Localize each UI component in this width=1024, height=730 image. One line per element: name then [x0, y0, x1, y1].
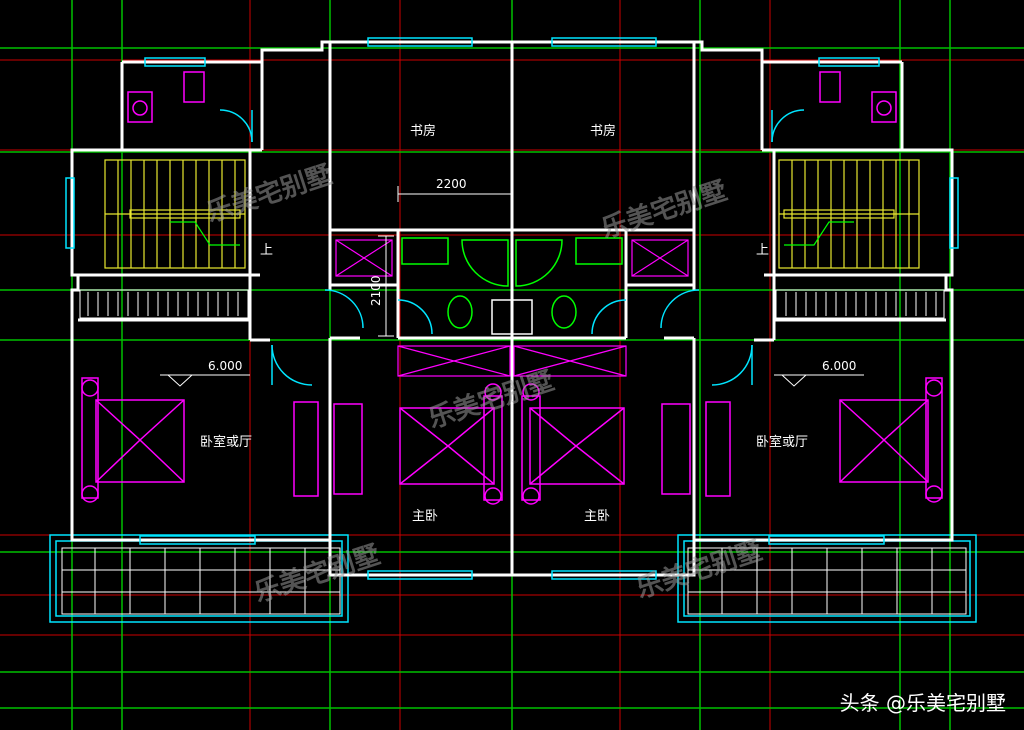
- stair-up-label-right: 上: [756, 243, 769, 258]
- doors: [219, 109, 805, 386]
- dimension-marks: [160, 186, 864, 387]
- room-label-study-right: 书房: [590, 123, 616, 139]
- stair-arrows: [170, 221, 854, 246]
- room-label-master-right: 主卧: [584, 509, 610, 524]
- watermark-5: 乐美宅别墅: [633, 535, 766, 605]
- bathroom-fixtures: [127, 71, 897, 335]
- windows: [65, 37, 959, 580]
- watermark-2: 乐美宅别墅: [598, 175, 731, 245]
- stair-up-label-left: 上: [260, 243, 273, 258]
- level-label-right: 6.000: [822, 359, 856, 373]
- wardrobes: [79, 289, 945, 319]
- room-label-master-left: 主卧: [412, 509, 438, 524]
- shafts: [335, 239, 689, 377]
- source-credit: 头条 @乐美宅别墅: [839, 691, 1006, 715]
- dimension-width-label: 2200: [436, 177, 467, 191]
- walls: [70, 40, 954, 577]
- dimension-height-label: 2100: [369, 275, 383, 306]
- balcony-paving: [61, 547, 967, 615]
- watermark-4: 乐美宅别墅: [251, 539, 384, 609]
- level-label-left: 6.000: [208, 359, 242, 373]
- room-label-bedroom-living-right: 卧室或厅: [756, 434, 808, 450]
- room-label-study-left: 书房: [410, 123, 436, 139]
- beds: [81, 377, 943, 505]
- staircases: [104, 159, 920, 269]
- room-label-bedroom-living-left: 卧室或厅: [200, 434, 252, 450]
